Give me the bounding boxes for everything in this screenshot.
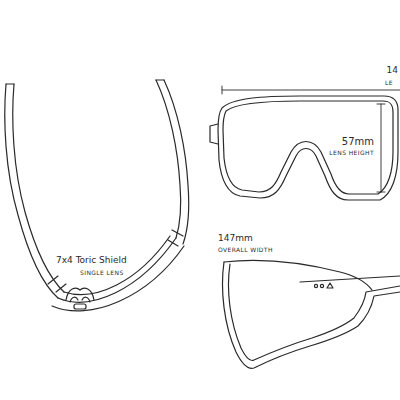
dimension-caption: LENS HEIGHT (329, 150, 374, 157)
lens-caption: SINGLE LENS (80, 270, 124, 277)
dimension-caption: LE (385, 80, 393, 87)
lens-type: 7x4 Toric Shield (56, 256, 127, 266)
dimension-value: 57mm (342, 136, 374, 147)
dimension-value: 14 (387, 66, 398, 76)
dimension-caption: OVERALL WIDTH (218, 247, 273, 254)
dimension-value: 147mm (218, 234, 253, 244)
